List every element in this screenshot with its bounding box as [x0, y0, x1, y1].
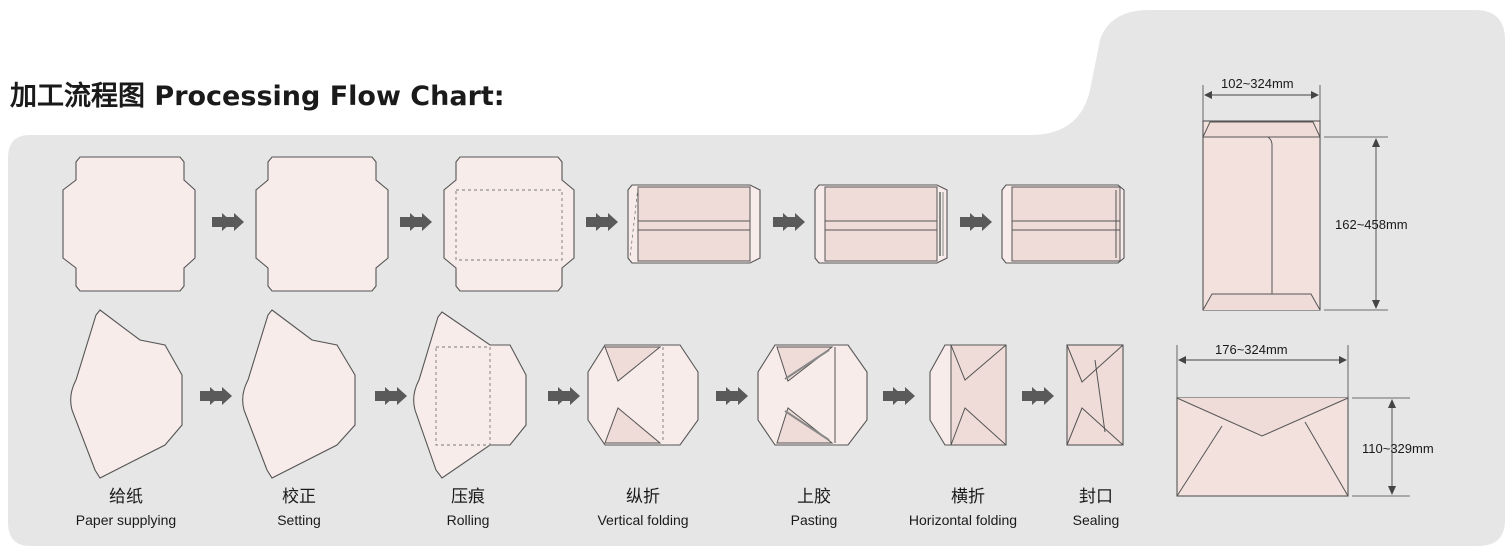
step-label-cn: 纵折	[626, 487, 660, 507]
top-envelope-vertical-folding	[627, 184, 761, 264]
dimension-bottom-width: 176~324mm	[1215, 342, 1288, 357]
dimension-bottom-height: 110~329mm	[1362, 441, 1434, 456]
step-label-en: Horizontal folding	[908, 512, 1018, 528]
step-label-cn: 压痕	[451, 487, 485, 507]
step-label-en: Sealing	[1072, 512, 1120, 528]
dimension-top-width: 102~324mm	[1221, 76, 1294, 91]
bottom-blank-rolling	[413, 311, 527, 479]
bottom-envelope-horizontal-folding	[929, 344, 1007, 446]
step-label-cn: 上胶	[797, 487, 831, 507]
top-blank-rolling	[443, 156, 575, 292]
step-label-cn: 校正	[282, 487, 316, 507]
top-blank-setting	[255, 156, 389, 292]
bottom-envelope-pasting	[757, 344, 868, 446]
step-label-cn: 给纸	[109, 487, 143, 507]
bottom-envelope-vertical-folding	[587, 344, 699, 446]
top-blank-paper-supplying	[62, 156, 196, 292]
background-panel	[8, 10, 1505, 546]
step-label-en: Rolling	[446, 512, 490, 528]
dimension-top-height: 162~458mm	[1335, 217, 1408, 232]
tall-envelope-drawing	[1202, 85, 1388, 311]
top-envelope-pasting	[814, 184, 948, 264]
step-label-en: Pasting	[790, 512, 838, 528]
bottom-blank-paper-supplying	[70, 309, 183, 479]
step-label-cn: 封口	[1079, 487, 1113, 507]
page-title: 加工流程图 Processing Flow Chart:	[10, 81, 505, 112]
step-label-en: Setting	[277, 512, 321, 528]
step-label-en: Paper supplying	[75, 512, 177, 528]
step-label-cn: 横折	[951, 487, 985, 507]
step-label-en: Vertical folding	[597, 512, 689, 528]
top-envelope-horizontal-folding	[1001, 184, 1125, 264]
wide-envelope-drawing	[1176, 345, 1410, 497]
bottom-blank-setting	[242, 309, 356, 479]
bottom-envelope-sealing	[1066, 344, 1124, 446]
